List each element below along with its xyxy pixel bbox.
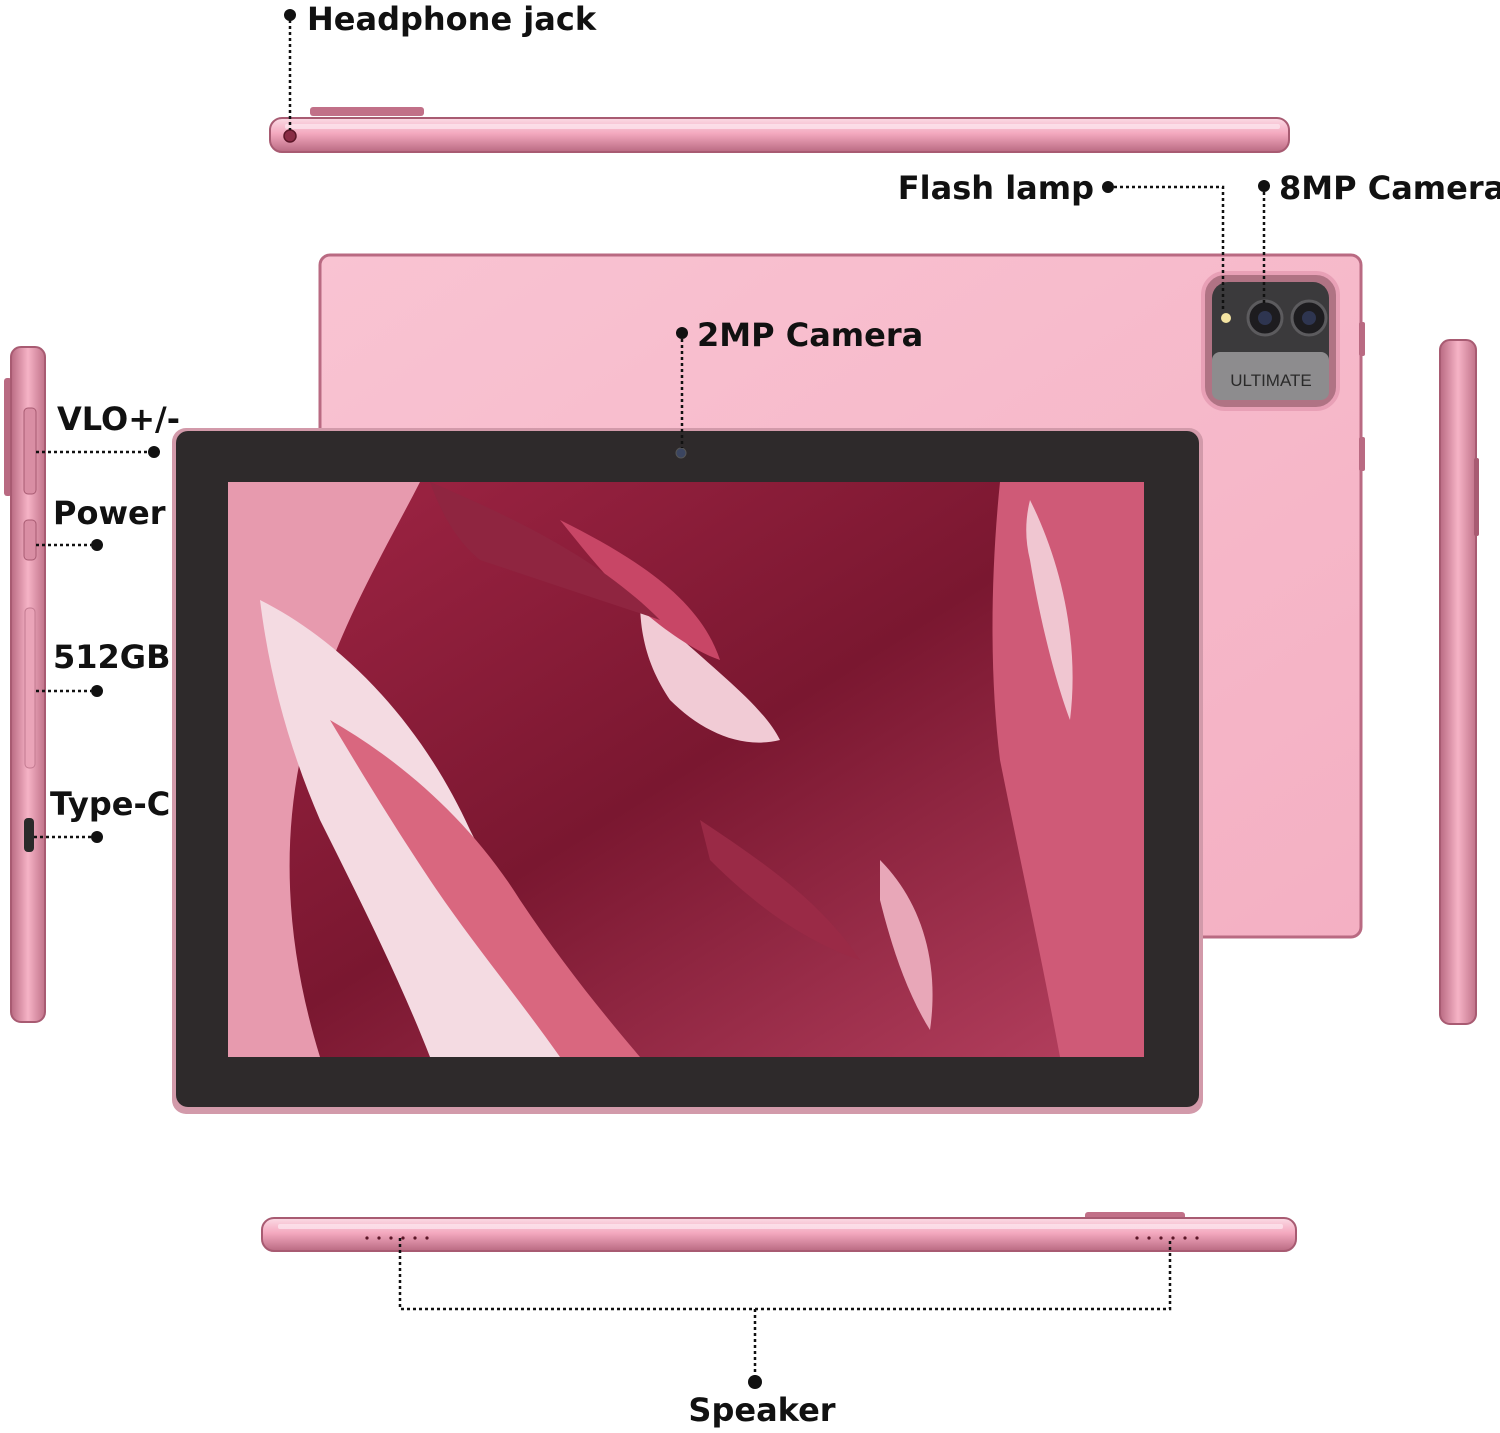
callout-volume: VLO+/- bbox=[36, 400, 180, 458]
label-headphone-jack: Headphone jack bbox=[307, 0, 597, 38]
callout-speaker: Speaker bbox=[398, 1238, 1172, 1429]
callout-type-c: Type-C bbox=[34, 785, 170, 843]
callout-power: Power bbox=[36, 494, 166, 551]
label-speaker: Speaker bbox=[688, 1391, 835, 1429]
leader-line bbox=[1114, 185, 1225, 312]
label-rear-camera: 8MP Camera bbox=[1279, 169, 1500, 207]
tablet-left-edge-view bbox=[4, 346, 46, 1023]
callout-dot bbox=[91, 685, 103, 697]
label-flash-lamp: Flash lamp bbox=[898, 169, 1094, 207]
callout-dot bbox=[1102, 181, 1114, 193]
callout-storage: 512GB bbox=[36, 638, 170, 697]
label-power: Power bbox=[53, 494, 166, 532]
volume-button bbox=[23, 407, 37, 495]
callout-dot bbox=[676, 327, 688, 339]
callout-headphone-jack: Headphone jack bbox=[284, 0, 597, 130]
screen-wallpaper bbox=[228, 482, 1144, 1057]
tablet-top-edge-view bbox=[269, 107, 1290, 153]
tablet-bottom-edge-view bbox=[261, 1212, 1297, 1252]
headphone-jack-port bbox=[283, 129, 297, 143]
callout-dot bbox=[91, 539, 103, 551]
callout-dot bbox=[748, 1375, 762, 1389]
label-volume: VLO+/- bbox=[57, 400, 180, 438]
type-c-port bbox=[24, 818, 34, 852]
callout-rear-camera: 8MP Camera bbox=[1258, 169, 1500, 305]
rear-camera-module: ULTIMATE bbox=[1201, 271, 1340, 411]
callout-flash-lamp: Flash lamp bbox=[898, 169, 1225, 312]
callout-dot bbox=[91, 831, 103, 843]
callout-front-camera: 2MP Camera bbox=[676, 316, 923, 448]
speaker-grille-right bbox=[1135, 1236, 1199, 1240]
tablet-right-edge-view bbox=[1439, 339, 1479, 1025]
sd-card-slot bbox=[24, 607, 36, 769]
speaker-grille-left bbox=[365, 1236, 429, 1240]
front-camera-lens bbox=[675, 447, 687, 459]
label-storage: 512GB bbox=[53, 638, 170, 676]
tablet-front-view bbox=[172, 428, 1203, 1114]
leader-line bbox=[398, 1238, 1172, 1311]
camera-module-brand: ULTIMATE bbox=[1230, 371, 1312, 390]
callout-dot bbox=[148, 446, 160, 458]
label-front-camera: 2MP Camera bbox=[697, 316, 923, 354]
flash-lamp bbox=[1221, 313, 1231, 323]
label-type-c: Type-C bbox=[50, 785, 170, 823]
callout-dot bbox=[1258, 180, 1270, 192]
callout-dot bbox=[284, 9, 296, 21]
power-button bbox=[23, 519, 37, 561]
